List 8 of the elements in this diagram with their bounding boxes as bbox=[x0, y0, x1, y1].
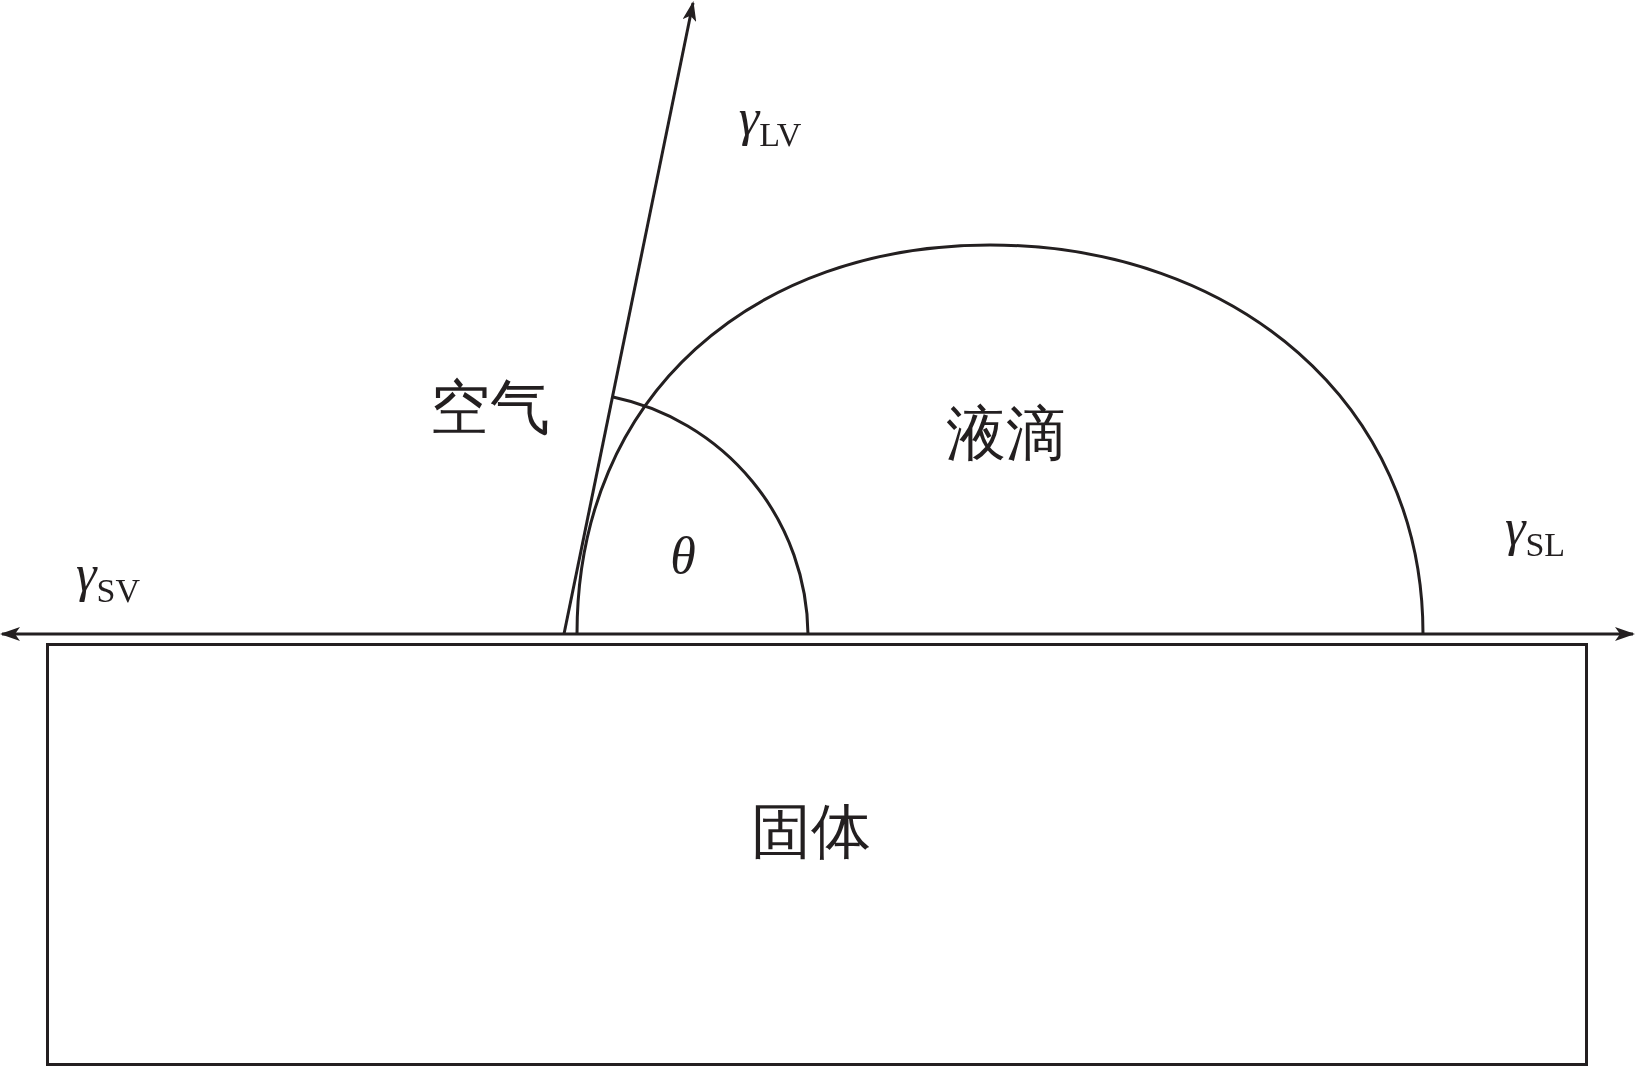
force-label: γ$_{LV}$ bbox=[738, 91, 802, 153]
angle-label: θ bbox=[670, 530, 696, 582]
block-label: 固体 bbox=[751, 801, 871, 861]
solid-block bbox=[46, 643, 1588, 1066]
force-label: γ$_{SV}$ bbox=[76, 547, 140, 609]
droplet-label: 液滴 bbox=[946, 403, 1066, 463]
region-label: 空气 bbox=[430, 377, 550, 437]
force-label: γ$_{SL}$ bbox=[1504, 501, 1566, 563]
